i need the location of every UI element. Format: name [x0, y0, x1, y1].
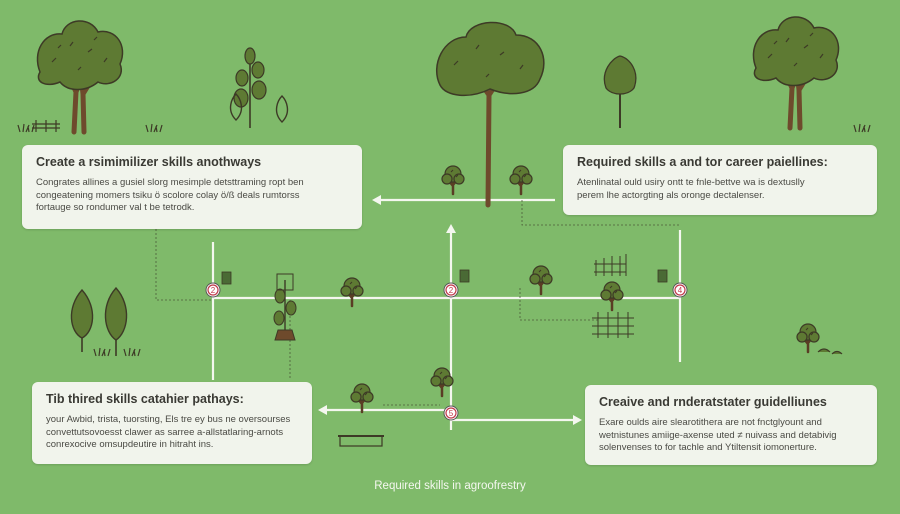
- sign-icon: [221, 269, 668, 285]
- tree-icon: [753, 17, 838, 128]
- card-line: Congrates allines a gusiel slorg mesimpl…: [36, 177, 304, 188]
- dotted-guides: [155, 200, 680, 406]
- card-line: your Awbid, trista, tuorsting, Els tre e…: [46, 414, 291, 425]
- tree-icon: [508, 164, 534, 196]
- grass-icon: [145, 123, 163, 133]
- grass-icon: [123, 347, 141, 357]
- building-icon: [338, 435, 384, 447]
- tree-icon: [349, 382, 375, 414]
- grass-icon: [17, 123, 35, 133]
- marker-label: 2: [211, 286, 216, 295]
- step-marker[interactable]: 2: [205, 282, 221, 298]
- card-line: convettutsovoesst clawer as sarree a-all…: [46, 426, 284, 438]
- marker-label: 4: [678, 286, 683, 295]
- connector-lines: [211, 195, 682, 430]
- card-body: Congrates allines a gusiel slorg mesimpl…: [36, 177, 348, 215]
- card-title: Creaive and rnderatstater guidelliunes: [599, 395, 827, 409]
- fence-icon: [592, 254, 634, 338]
- grass-icon: [853, 123, 871, 133]
- tree-icon: [440, 164, 466, 196]
- card-line: perem lhe actorgting als oronge dectalen…: [577, 189, 765, 201]
- card-top-left: Create a rsimimilizer skills anothways C…: [22, 145, 362, 229]
- tree-icon: [435, 21, 545, 208]
- card-line: fortauge so rondumer val t be tetrodk.: [36, 202, 195, 213]
- leaf-icon: [229, 93, 289, 123]
- arrow-icon: [446, 224, 456, 233]
- card-line: wetnistunes amiige-axense uted ≠ nuivass…: [599, 429, 837, 441]
- card-body: your Awbid, trista, tuorsting, Els tre e…: [46, 414, 298, 452]
- arrow-icon: [318, 405, 327, 415]
- sapling-icon: [273, 273, 297, 341]
- step-marker[interactable]: 5: [443, 405, 459, 421]
- step-marker[interactable]: 2: [443, 282, 459, 298]
- tree-icon: [104, 286, 128, 356]
- card-body: Atenlinatal ould usiry ontt te fnle-bett…: [577, 177, 863, 202]
- tree-icon: [70, 288, 94, 352]
- tree-icon: [603, 55, 637, 128]
- card-line: Exare oulds aire slearotithera are not f…: [599, 417, 822, 428]
- sapling-icon: [233, 47, 267, 128]
- card-line: conrexocive omsupdeutire in hitraht ins.: [46, 439, 214, 450]
- tree-icon: [599, 280, 625, 312]
- card-body: Exare oulds aire slearotithera are not f…: [599, 417, 863, 455]
- diagram-caption: Required skills in agroofrestry: [374, 480, 526, 492]
- grass-icon: [93, 347, 111, 357]
- arrow-icon: [573, 415, 582, 425]
- arrow-icon: [372, 195, 381, 205]
- fence-icon: [32, 120, 60, 132]
- card-line: Atenlinatal ould usiry ontt te fnle-bett…: [577, 177, 805, 188]
- card-bottom-left: Tib thired skills catahier pathays: your…: [32, 382, 312, 464]
- tree-icon: [37, 21, 122, 132]
- card-line: congeatening momers tsiku ö scolore cola…: [36, 189, 300, 201]
- card-line: solenvenses to for tachle and Ytiltensit…: [599, 442, 817, 453]
- tree-icon: [429, 366, 455, 398]
- step-marker[interactable]: 4: [672, 282, 688, 298]
- tree-icon: [795, 322, 821, 354]
- marker-label: 5: [449, 409, 454, 418]
- card-top-right: Required skills a and tor career paielli…: [563, 145, 877, 215]
- card-title: Create a rsimimilizer skills anothways: [36, 155, 262, 169]
- tree-icon: [528, 264, 554, 296]
- marker-label: 2: [449, 286, 454, 295]
- tree-icon: [339, 276, 365, 308]
- card-title: Required skills a and tor career paielli…: [577, 155, 828, 169]
- card-title: Tib thired skills catahier pathays:: [46, 392, 244, 406]
- card-bottom-right: Creaive and rnderatstater guidelliunes E…: [585, 385, 877, 465]
- grass-icon: [817, 348, 843, 355]
